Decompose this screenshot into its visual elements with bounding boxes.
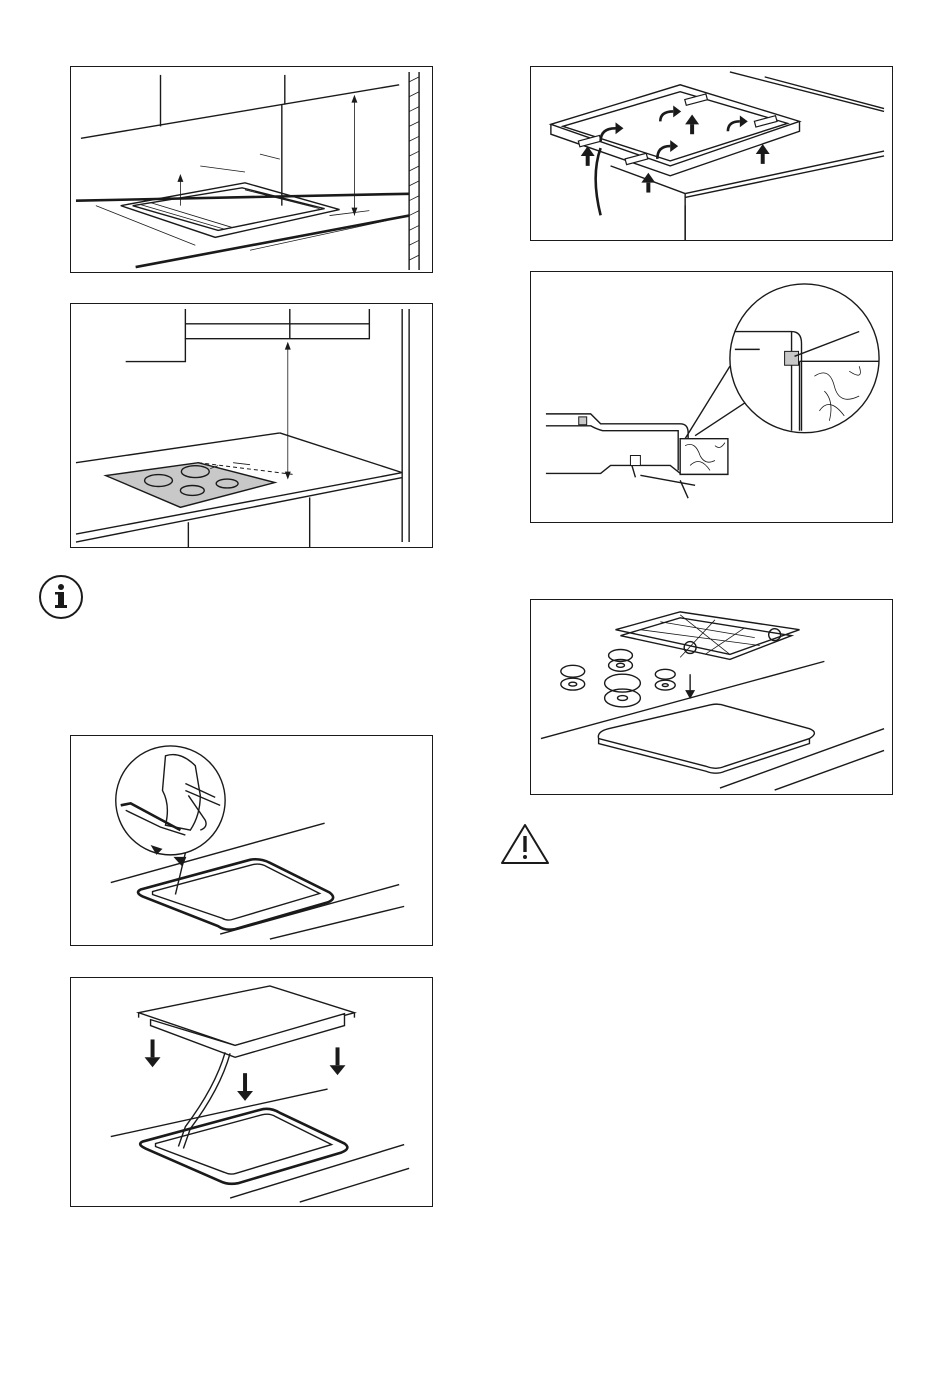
warning-icon [500, 823, 550, 865]
figure-gas-hob-assembly [530, 599, 893, 795]
figure-seal-application [70, 735, 433, 946]
figure-seal-detail [530, 271, 893, 523]
figure-hob-clearance [70, 303, 433, 548]
figure-cutout-dimensions [70, 66, 433, 273]
figure-hob-lowering [70, 977, 433, 1207]
info-icon [38, 574, 84, 620]
figure-bracket-fixing [530, 66, 893, 241]
